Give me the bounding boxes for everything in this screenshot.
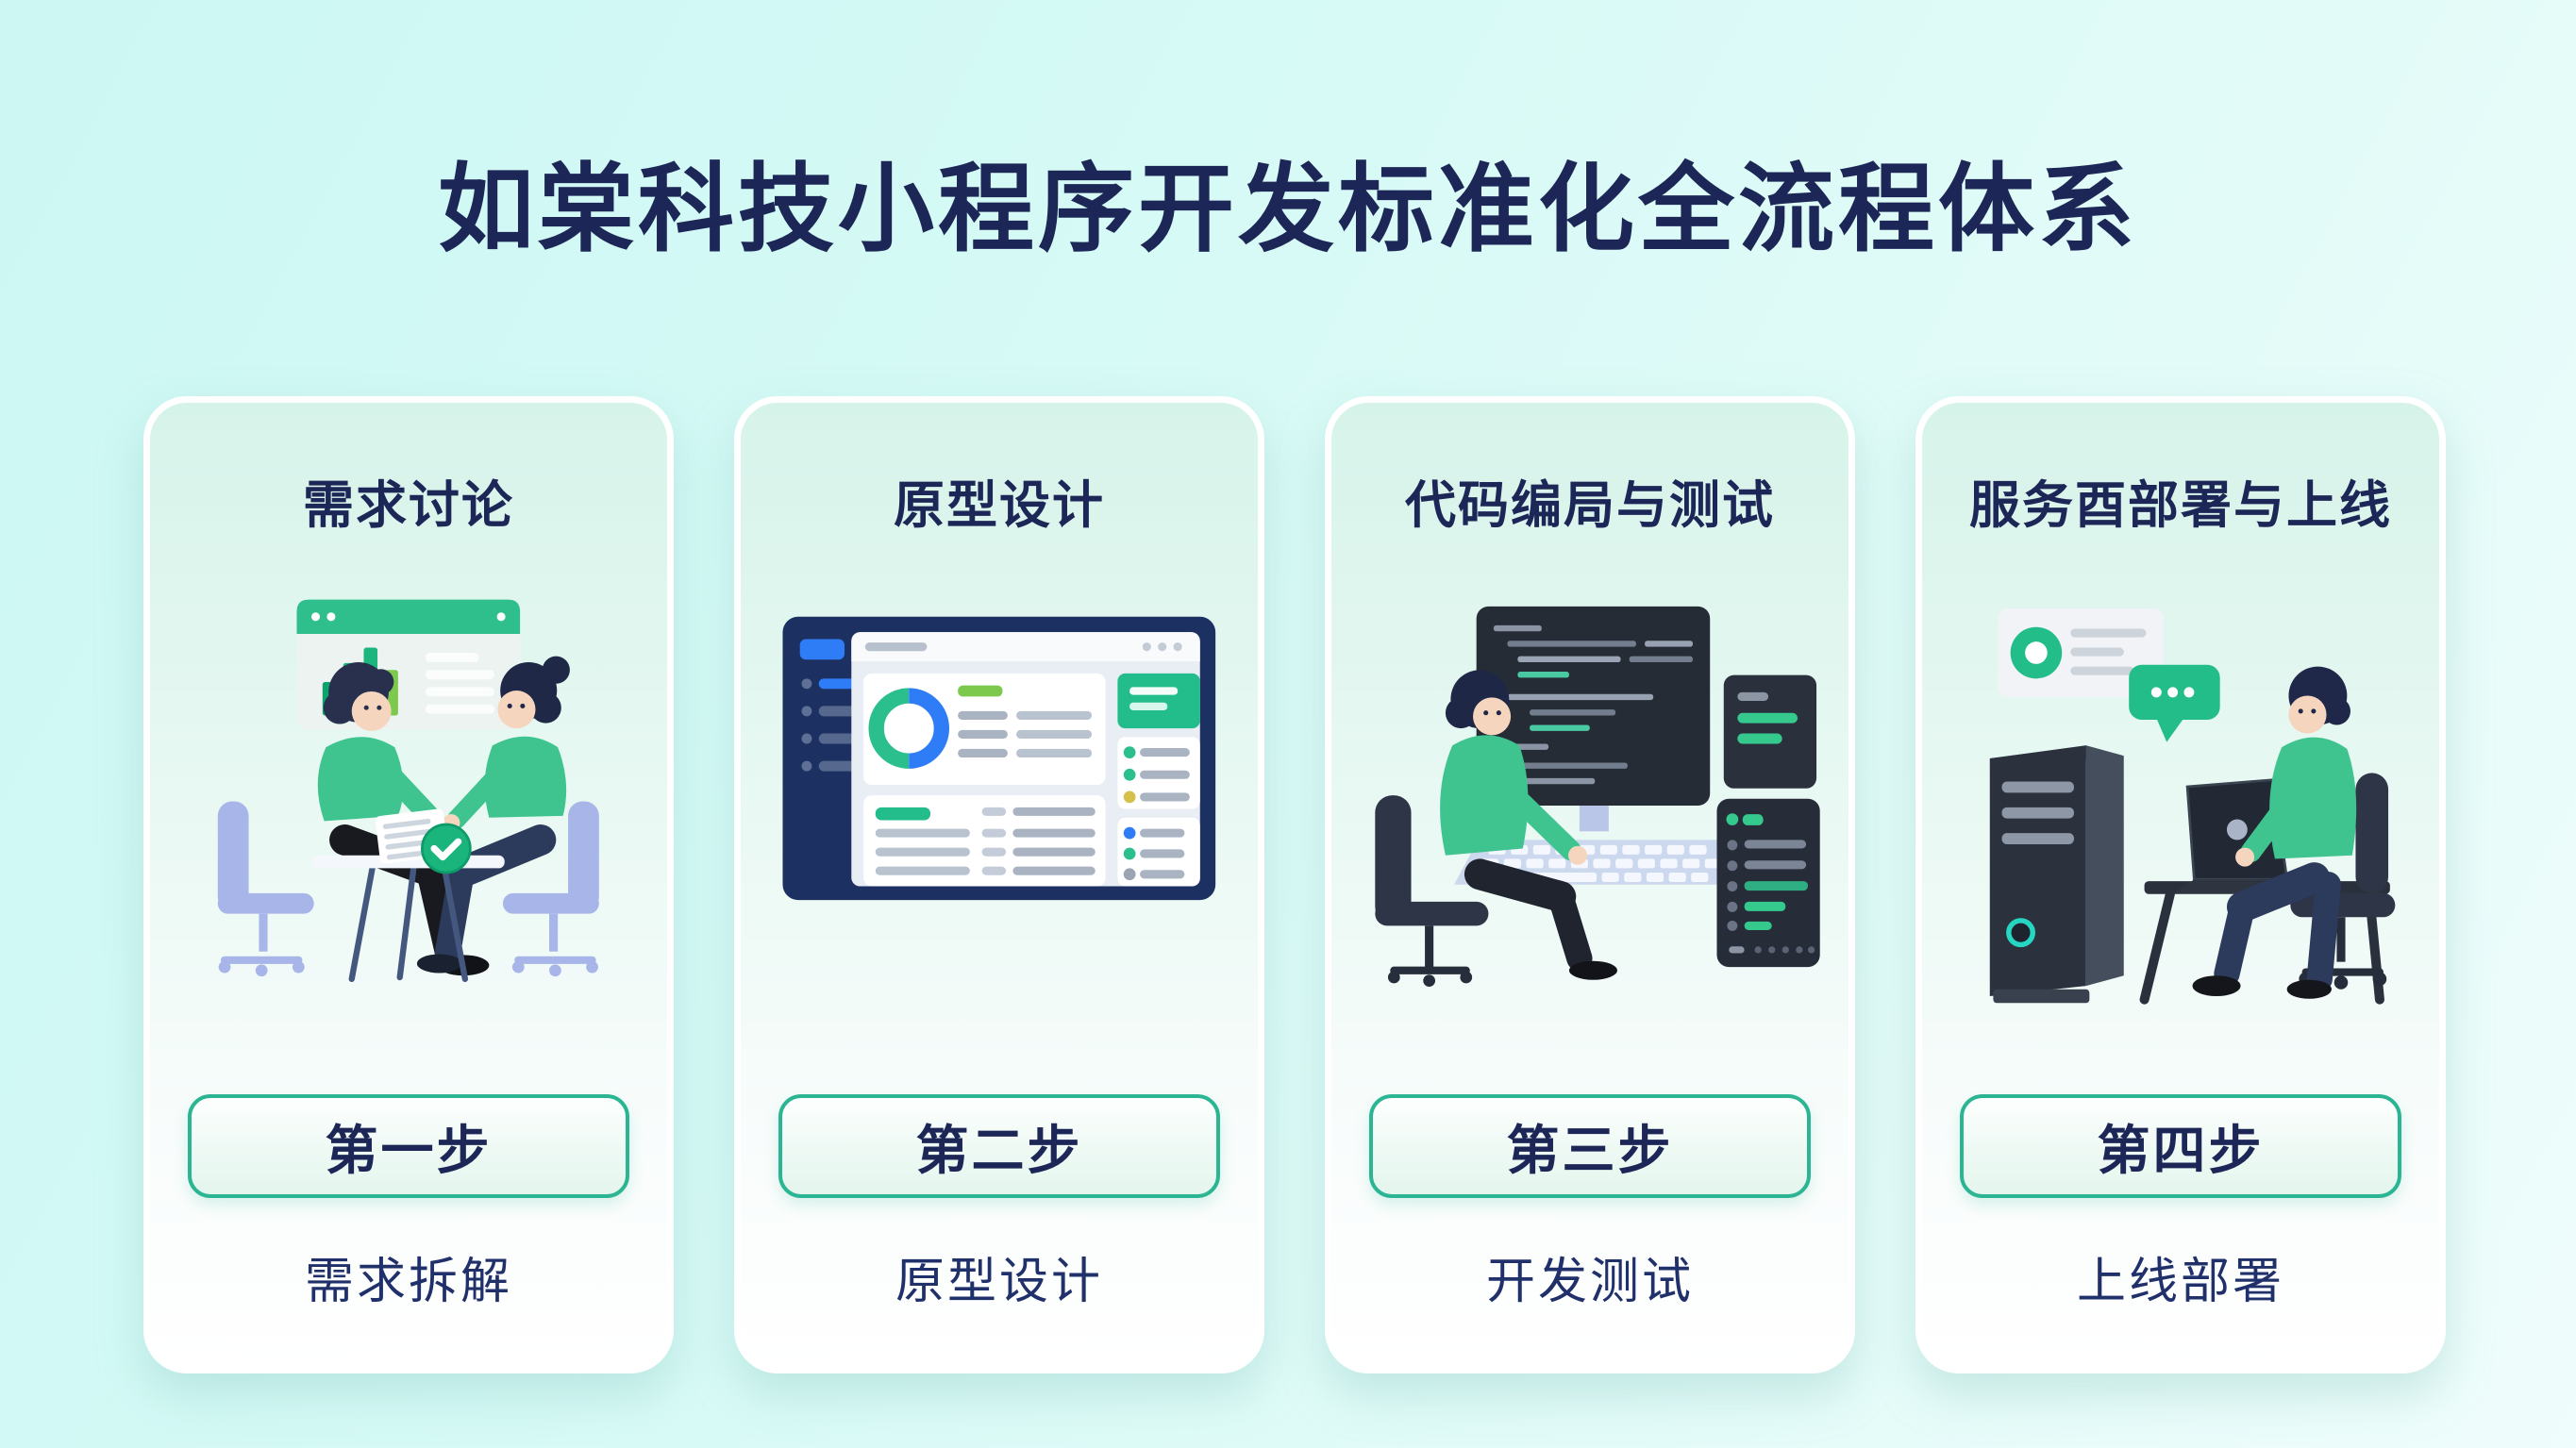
requirements-meeting-illustration [168,560,649,1051]
office-chair-right [503,801,600,977]
step-card-4: 服务酉部署与上线 [1915,396,2446,1373]
step-card-1: 需求讨论 [143,396,674,1373]
step-card-2: 原型设计 [734,396,1264,1373]
step-4-pill: 第四步 [1960,1094,2401,1198]
card-3-header: 代码编局与测试 [1405,477,1775,534]
checkmark-circle-icon [421,823,472,874]
step-3-pill: 第三步 [1369,1094,1811,1198]
server-tower-icon [1989,745,2124,1004]
card-3-caption: 开发测试 [1485,1255,1694,1309]
card-4-caption: 上线部署 [2076,1255,2284,1309]
card-2-caption: 原型设计 [895,1255,1103,1309]
green-widget-card [1117,673,1200,729]
developer-person [1440,670,1618,980]
code-panel-tall [1716,798,1820,968]
developer-chair [1375,795,1489,988]
server-deployment-illustration [1940,560,2421,1051]
notification-card-icon [1999,607,2164,698]
page-title: 如棠科技小程序开发标准化全流程体系 [438,156,2138,263]
engineer-person [2192,666,2357,999]
table-widget [863,795,1106,887]
step-4-label: 第四步 [2097,1120,2265,1180]
list-widget-2 [1117,817,1200,887]
laptop-icon [2173,778,2314,893]
code-monitor-icon [1476,606,1711,832]
list-widget-1 [1117,737,1200,809]
dashboard-frame [782,616,1216,901]
step-card-3: 代码编局与测试 [1325,396,1855,1373]
card-4-header: 服务酉部署与上线 [1969,477,2392,534]
card-1-header: 需求讨论 [303,477,514,534]
office-chair-left [217,801,314,977]
step-2-label: 第二步 [915,1120,1083,1180]
cards-row: 需求讨论 [143,396,2446,1373]
code-panel-small [1723,674,1817,789]
step-1-label: 第一步 [325,1120,493,1180]
step-1-pill: 第一步 [188,1094,629,1198]
step-2-pill: 第二步 [778,1094,1220,1198]
chat-bubble-icon [2129,664,2220,742]
step-3-label: 第三步 [1506,1120,1674,1180]
dashboard-prototype-illustration [759,560,1240,1051]
developer-coding-illustration [1349,560,1831,1051]
card-1-caption: 需求拆解 [304,1255,512,1309]
card-2-header: 原型设计 [894,477,1105,534]
donut-chart-icon [868,688,950,769]
